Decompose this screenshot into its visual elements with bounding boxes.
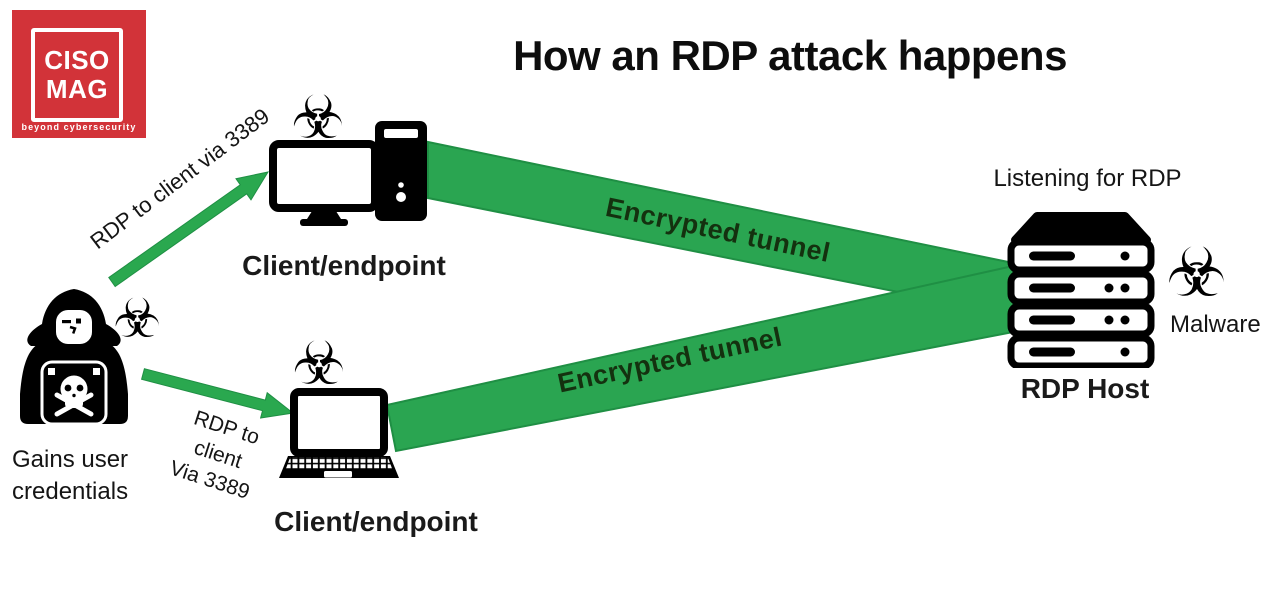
logo-line2: MAG: [45, 73, 109, 104]
biohazard-icon-desktop: ☣: [291, 83, 345, 153]
biohazard-icon-laptop: ☣: [292, 329, 346, 399]
server-unit: [1007, 302, 1155, 338]
rdp-arrow-top: [108, 171, 270, 288]
hacker-icon: [20, 289, 128, 426]
rdp-arrow-bottom: [140, 368, 295, 419]
page-title: How an RDP attack happens: [513, 32, 1067, 79]
rdp-host-caption: RDP Host: [1020, 373, 1150, 404]
server-unit: [1007, 238, 1155, 274]
skull-icon: [54, 375, 94, 417]
laptop-screw: [48, 368, 55, 375]
logo-line1: CISO: [44, 45, 110, 76]
biohazard-icon-server: ☣: [1166, 234, 1227, 313]
server-unit: [1007, 270, 1155, 306]
server-unit: [1007, 334, 1155, 368]
malware-caption: Malware: [1170, 311, 1261, 338]
attacker-caption: Gains user credentials: [12, 446, 129, 506]
logo-tagline: beyond cybersecurity: [21, 122, 137, 132]
laptop-icon: [279, 388, 399, 478]
server-status-label: Listening for RDP: [993, 165, 1182, 192]
desktop-tower-icon: [375, 121, 427, 221]
cisomag-logo-frame: CISO MAG: [31, 28, 123, 122]
laptop-screw: [93, 368, 100, 375]
biohazard-icon-attacker: ☣: [113, 287, 162, 350]
client-endpoint-bottom-caption: Client/endpoint: [274, 506, 478, 537]
rdp-server-icon: [1007, 212, 1155, 368]
cisomag-logo: CISO MAG beyond cybersecurity: [12, 10, 146, 138]
client-endpoint-top-caption: Client/endpoint: [242, 250, 446, 281]
